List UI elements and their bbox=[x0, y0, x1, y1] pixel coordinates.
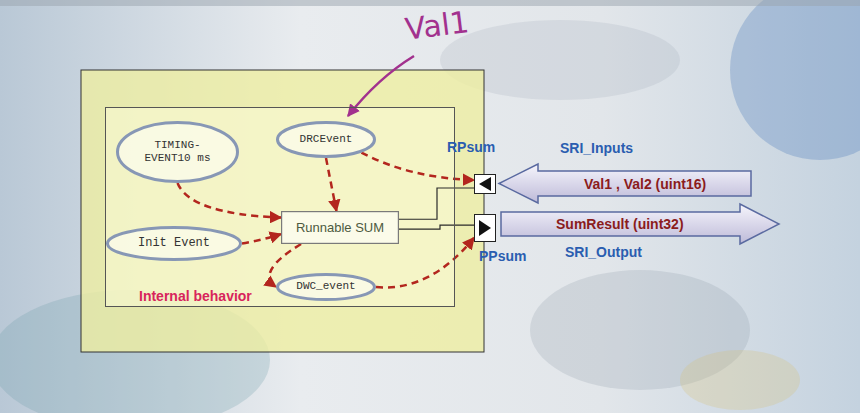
component-box bbox=[81, 70, 484, 352]
event-ellipse: Init Event bbox=[106, 226, 242, 261]
event-ellipse-shape bbox=[118, 123, 238, 182]
port-triangle bbox=[479, 220, 491, 236]
event-ellipse: DRCEvent bbox=[276, 121, 376, 158]
port-access-line bbox=[399, 188, 474, 219]
interface-name: SRI_Output bbox=[565, 244, 642, 260]
event-name: Init Event bbox=[138, 236, 210, 250]
runnable-rect-shape bbox=[282, 212, 399, 244]
port-access-line bbox=[399, 225, 474, 229]
event-trigger-connector bbox=[376, 238, 474, 288]
output-interface-arrow: SumResult (uint32)SRI_Output bbox=[500, 203, 780, 245]
event-trigger-connector bbox=[361, 153, 474, 180]
event-ellipse-shape bbox=[278, 275, 375, 300]
event-name: TIMING- EVENT10 ms bbox=[134, 139, 222, 165]
runnable-box: Runnable SUM bbox=[281, 211, 399, 244]
timing-event: TIMING- EVENT10 ms bbox=[116, 121, 239, 183]
internal-behavior-box: Internal behavior TIMING- EVENT10 ms DRCEv… bbox=[105, 107, 455, 307]
port-name: PPsum bbox=[479, 248, 526, 264]
arrow-shape bbox=[501, 204, 779, 244]
internal-behavior-fill bbox=[105, 107, 455, 307]
runnable-name: Runnable SUM bbox=[296, 220, 384, 236]
arrow-shape bbox=[499, 164, 751, 203]
input-interface-arrow: SRI_InputsVal1 , Val2 (uint16) bbox=[498, 163, 752, 204]
port-name: RPsum bbox=[447, 139, 495, 155]
event-trigger-connector bbox=[326, 158, 336, 211]
event-ellipse-shape bbox=[278, 123, 375, 157]
event-ellipse: DWC_event bbox=[276, 273, 376, 301]
port-symbol bbox=[474, 174, 496, 194]
event-trigger-connector bbox=[242, 234, 281, 243]
photo-shape bbox=[680, 350, 800, 410]
provider-port: PPsum bbox=[474, 214, 496, 242]
interface-name: SRI_Inputs bbox=[560, 140, 633, 156]
event-ellipse-shape bbox=[108, 228, 241, 260]
event-name: DRCEvent bbox=[300, 133, 353, 146]
photo-shape bbox=[730, 0, 860, 160]
event-trigger-connector bbox=[178, 183, 282, 218]
group-title: Internal behavior bbox=[139, 288, 252, 304]
event-name: DWC_event bbox=[296, 280, 355, 293]
photo-strip bbox=[0, 0, 860, 6]
interface-data: SumResult (uint32) bbox=[556, 216, 684, 232]
receiver-port: RPsum bbox=[474, 174, 496, 194]
port-symbol bbox=[474, 214, 496, 242]
interface-data: Val1 , Val2 (uint16) bbox=[584, 176, 706, 192]
port-triangle bbox=[479, 177, 491, 191]
handwritten-note: Val1 bbox=[403, 4, 471, 47]
